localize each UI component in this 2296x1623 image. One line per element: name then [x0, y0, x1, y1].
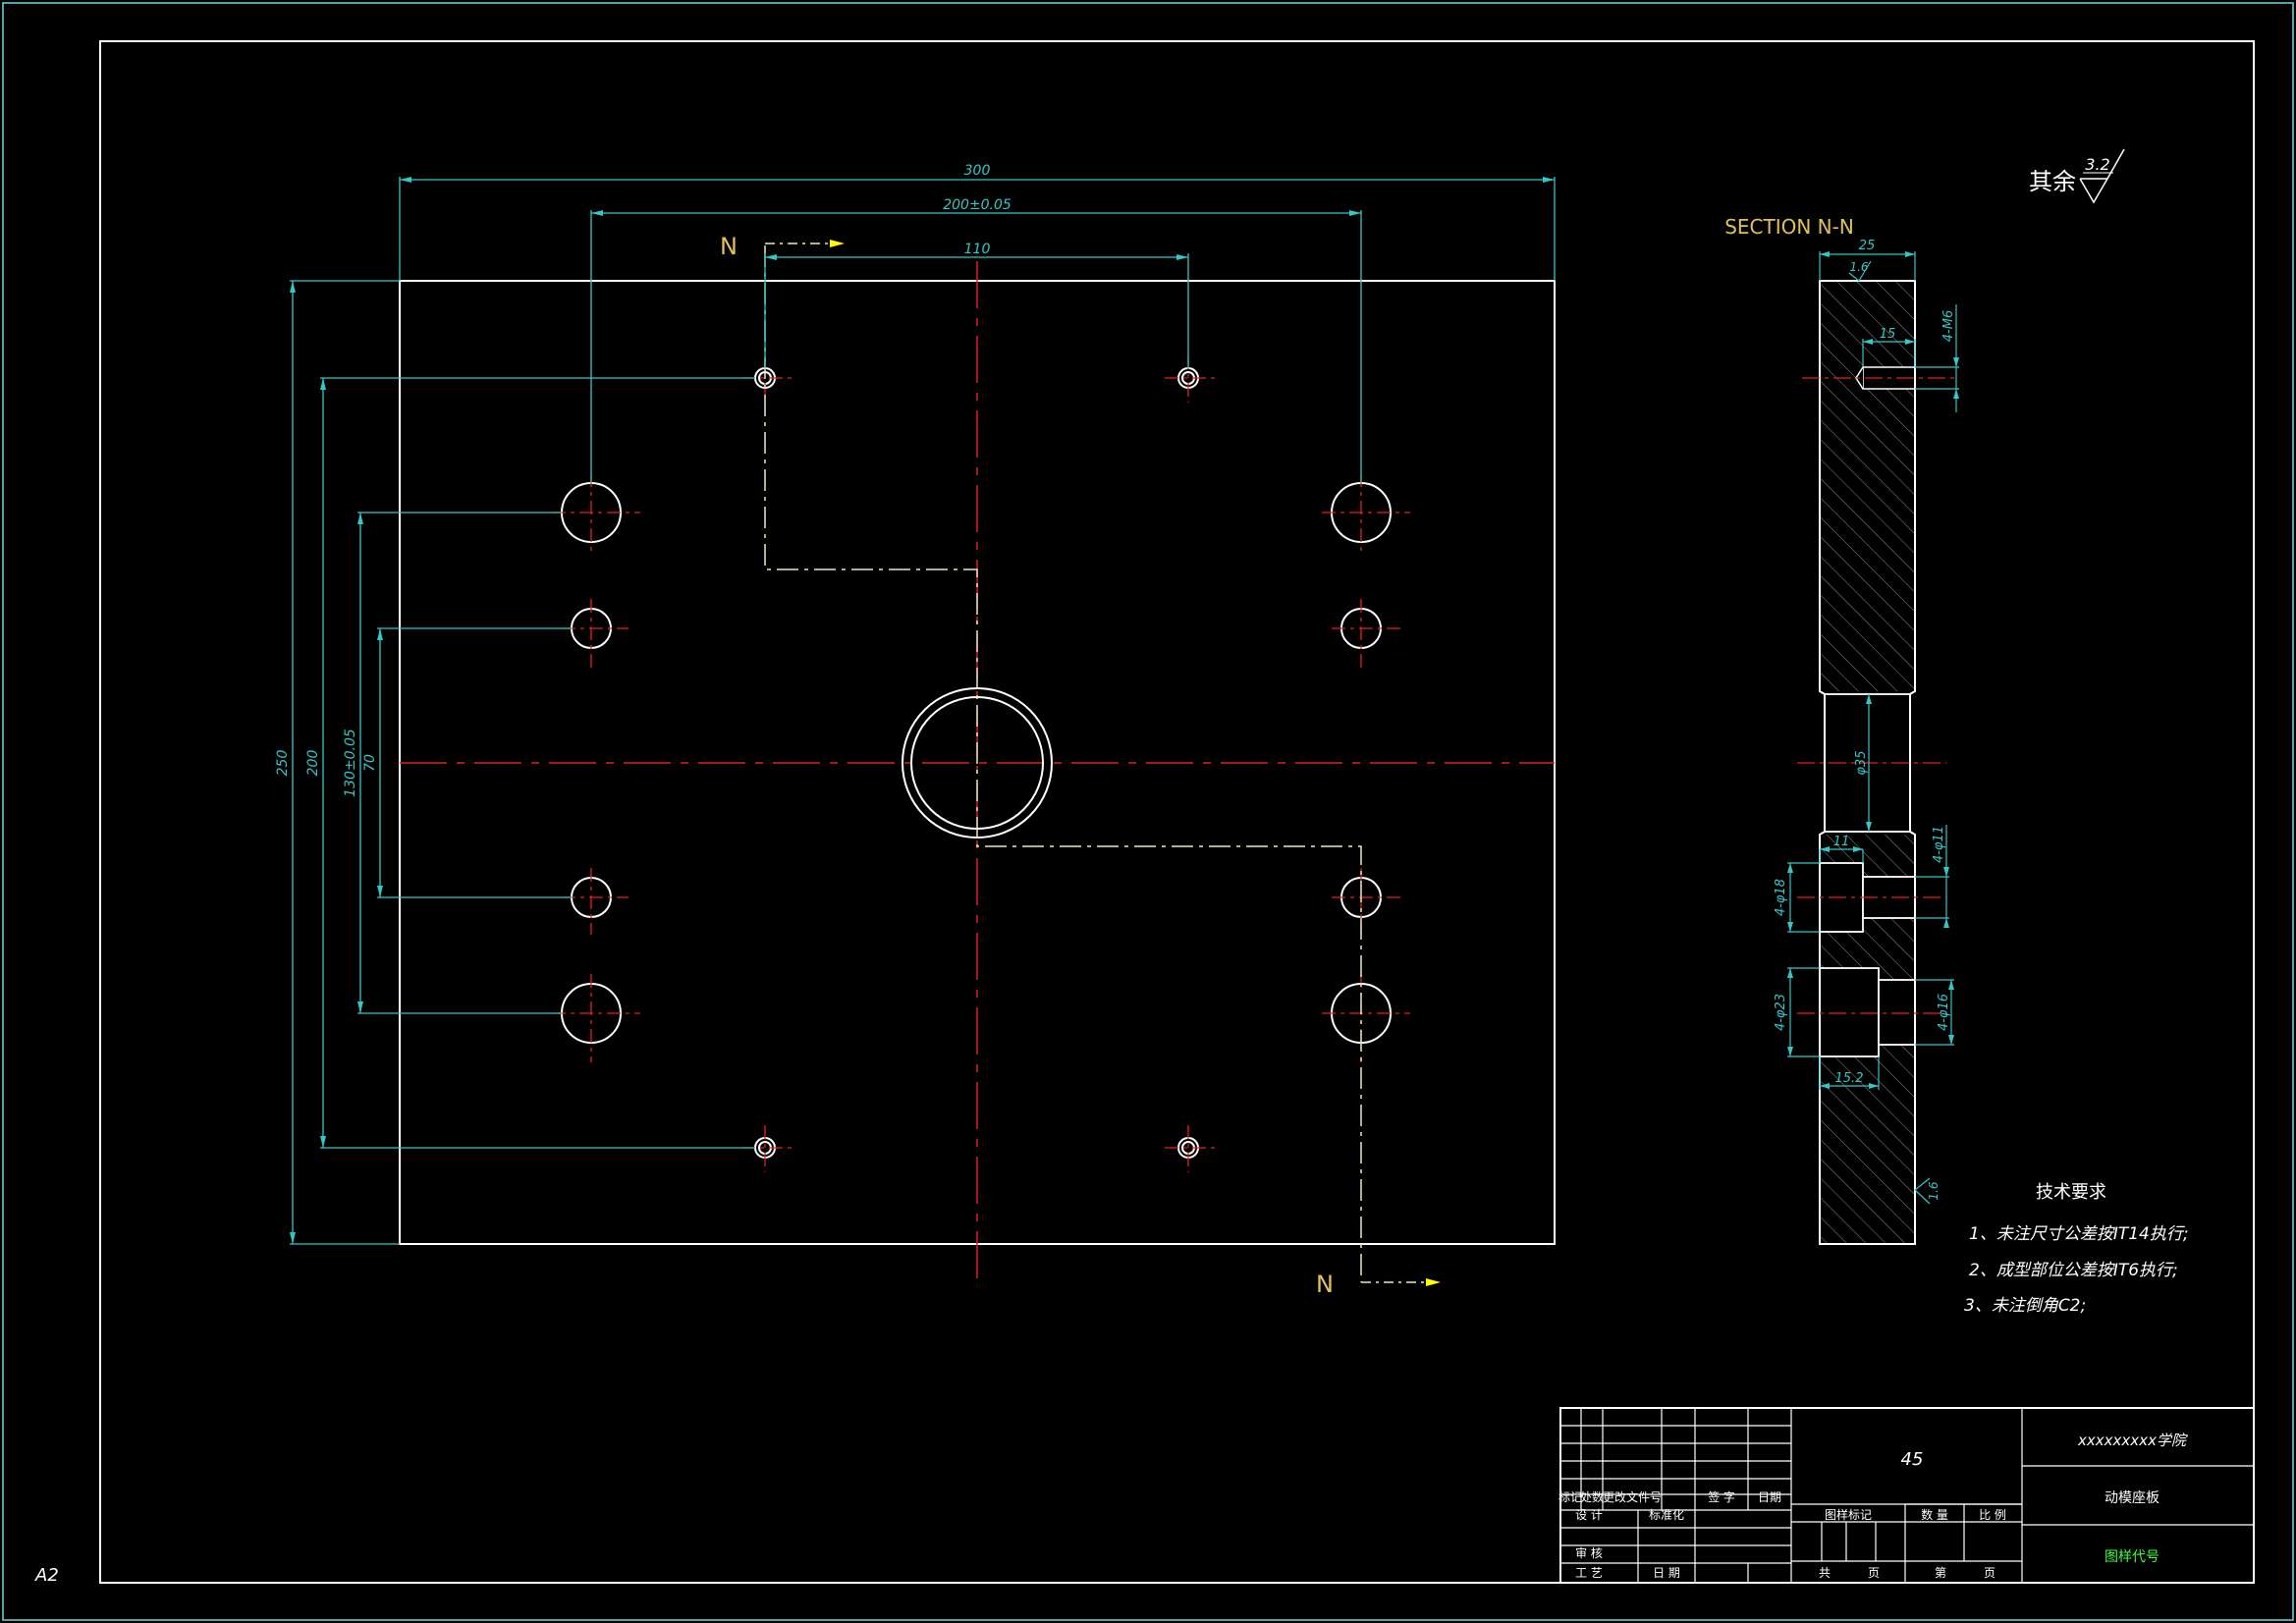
dim-bolt-spacing-y: 200 [305, 750, 321, 777]
drawing-border [99, 40, 2255, 1584]
school-name: xxxxxxxxx学院 [2077, 1432, 2188, 1449]
technical-requirements: 技术要求 1、未注尺寸公差按IT14执行; 2、成型部位公差按IT6执行; 3、… [1964, 1182, 2189, 1316]
design-label: 设 计 [1575, 1508, 1603, 1522]
section-dim-top-roughness: 1.6 [1849, 260, 1868, 274]
header-signature: 签 字 [1708, 1489, 1735, 1504]
roughness-symbol [2079, 178, 2109, 204]
drawing-number: 图样代号 [2105, 1549, 2159, 1565]
hole-centermarks [552, 355, 1410, 1172]
part-name: 动模座板 [2105, 1490, 2159, 1506]
section-dim-thread-depth: 15 [1880, 327, 1896, 342]
section-cut-path [764, 245, 1362, 1282]
header-date: 日期 [1758, 1490, 1781, 1504]
section-label-end: N [1316, 1271, 1334, 1298]
tech-req-item: 1、未注尺寸公差按IT14执行; [1969, 1224, 2189, 1244]
section-dim-side-roughness: 1.6 [1927, 1181, 1941, 1200]
header-mark: 标记 [1558, 1490, 1582, 1504]
section-centerlines [1797, 377, 1954, 1014]
roughness-symbol-tail [2106, 148, 2125, 180]
section-dim-thickness: 25 [1859, 239, 1876, 253]
sheet-size-label: A2 [34, 1565, 59, 1586]
sheet-no-label: 第 [1935, 1566, 1946, 1580]
total-sheets-label: 共 [1819, 1566, 1831, 1580]
left-dimensions [290, 280, 755, 1245]
dim-guide-spacing: 200±0.05 [943, 197, 1011, 213]
roughness-note-label: 其余 [2029, 168, 2076, 195]
dim-overall-height: 250 [275, 750, 291, 777]
section-dim-bore: φ35 [1854, 750, 1869, 775]
title-block-text: 45 xxxxxxxxx学院 动模座板 图样代号 标记 处数 更改文件号 签 字… [1558, 1432, 2188, 1580]
section-label-start: N [720, 233, 738, 260]
dim-guide-spacing-y: 130±0.05 [343, 729, 358, 797]
top-dimensions [399, 177, 1556, 483]
section-dim-step-dia: 4-φ23 [1774, 994, 1788, 1031]
date-label: 日 期 [1653, 1566, 1680, 1580]
top-dimension-arrows [400, 177, 1555, 260]
scale-label: 比 例 [1979, 1508, 2006, 1522]
plan-view: N N 300 200±0.05 110 [275, 163, 1556, 1298]
roughness-note: 其余 3.2 [2029, 148, 2125, 204]
section-step [1819, 967, 1880, 1057]
section-step-through [1878, 979, 1916, 1046]
roughness-note-value: 3.2 [2085, 155, 2109, 174]
dim-inner-spacing-y: 70 [362, 754, 378, 772]
material: 45 [1901, 1449, 1924, 1470]
section-dim-cbore-depth: 11 [1833, 835, 1850, 849]
left-dimension-arrows [290, 281, 383, 1244]
dim-bolt-spacing-x: 110 [964, 242, 991, 257]
sheet-unit2-label: 页 [1984, 1566, 1995, 1580]
quantity-label: 数 量 [1921, 1507, 1948, 1522]
header-change-doc: 更改文件号 [1603, 1489, 1662, 1504]
standardize-label: 标准化 [1649, 1508, 1684, 1522]
review-label: 审 核 [1575, 1545, 1603, 1560]
section-arrow-top [830, 240, 845, 247]
tech-req-item: 2、成型部位公差按IT6执行; [1969, 1261, 2178, 1280]
section-arrow-bottom [1426, 1278, 1441, 1286]
section-dimension-arrows [1787, 251, 1959, 1089]
section-dim-step-depth: 15.2 [1835, 1071, 1864, 1086]
section-roughness-symbol-side [1914, 1177, 1931, 1205]
section-view: SECTION N-N [1724, 215, 1959, 1245]
section-dim-step-through-dia: 4-φ16 [1937, 994, 1951, 1031]
section-dim-thread-callout: 4-M6 [1941, 310, 1956, 342]
stage-mark-label: 图样标记 [1825, 1507, 1872, 1522]
section-title: SECTION N-N [1724, 215, 1854, 239]
section-dim-cbore-dia: 4-φ18 [1774, 879, 1788, 916]
process-label: 工 艺 [1575, 1566, 1603, 1580]
sheet-unit-label: 页 [1868, 1566, 1880, 1580]
section-outline [1819, 280, 1916, 1245]
title-block [1559, 1407, 2255, 1584]
header-count: 处数 [1580, 1489, 1604, 1504]
section-roughness-symbol-top [1848, 260, 1872, 282]
tech-req-item: 3、未注倒角C2; [1964, 1296, 2086, 1316]
tech-req-title: 技术要求 [2036, 1182, 2106, 1203]
section-dim-through-dia: 4-φ11 [1932, 826, 1946, 863]
dim-overall-width: 300 [964, 163, 991, 179]
